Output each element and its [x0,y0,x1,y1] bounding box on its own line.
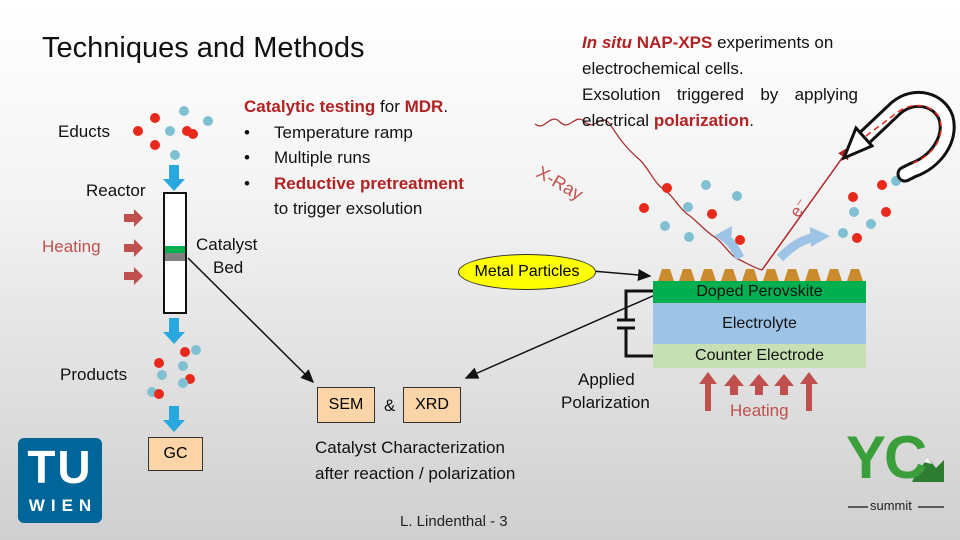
tu-logo-text: TU [27,441,93,493]
counter-electrode-layer: Counter Electrode [653,344,866,368]
wien-logo-text: WIEN [28,496,98,515]
flow-arrow-in [163,165,185,191]
characterization-caption-2: after reaction / polarization [315,464,516,483]
product-particles [147,345,201,399]
page-title: Techniques and Methods [42,32,365,64]
applied-label-1: Applied [578,370,635,389]
metal-particle-bumps [658,269,863,281]
curve-arrow-right [776,232,817,262]
insitu-text: In situ NAP-XPS experiments on electroch… [582,33,858,130]
educt-particles [133,106,213,160]
electron-arrow [761,145,851,271]
arrow-metal-particles [591,268,652,281]
electrolyte-layer: Electrolyte [653,303,866,344]
heating-arrows-cell [699,372,818,411]
summit-logo-text: summit [870,498,912,513]
catalytic-testing-block: Catalytic testing for MDR. Temperature r… [244,94,464,222]
footer-text: L. Lindenthal - 3 [400,513,508,530]
reactor-label: Reactor [86,181,146,200]
arrow-to-sem [187,257,315,384]
catalyst-bed-green [165,246,185,253]
xrd-box: XRD [403,387,461,423]
heating-arrows-left [124,209,143,285]
voltage-circuit [617,289,653,358]
doped-perovskite-layer: Doped Perovskite [653,281,866,303]
arrow-to-xrd [464,294,656,379]
xray-wave [534,118,763,271]
characterization-caption-1: Catalyst Characterization [315,438,505,457]
educts-label: Educts [58,122,110,141]
testing-bullet-3: Reductive pretreatment [244,171,464,197]
ampersand-label: & [384,396,396,415]
gc-box: GC [148,437,203,471]
sem-box: SEM [317,387,375,423]
yc-logo-text: YC [846,424,927,491]
cell-particles [639,176,901,245]
testing-bullet-1: Temperature ramp [244,120,464,146]
testing-heading: Catalytic testing for MDR. [244,97,449,116]
metal-particles-label: Metal Particles [458,254,596,290]
flow-arrow-out [163,318,185,344]
catalyst-bed-label-1: Catalyst [196,235,258,254]
testing-bullet-2: Multiple runs [244,145,464,171]
testing-bullet-3-cont: to trigger exsolution [274,199,423,218]
flow-arrow-gc [163,406,185,432]
yc-logo-graphic [848,458,944,508]
heating-label-cell: Heating [730,401,789,420]
tu-wien-logo: TU WIEN [18,438,102,523]
products-label: Products [60,365,128,384]
applied-label-2: Polarization [561,393,650,412]
catalyst-bed-grey [165,253,185,261]
catalyst-bed-label-2: Bed [213,258,244,277]
analyzer-icon [841,90,956,183]
heating-label-left: Heating [42,237,101,256]
